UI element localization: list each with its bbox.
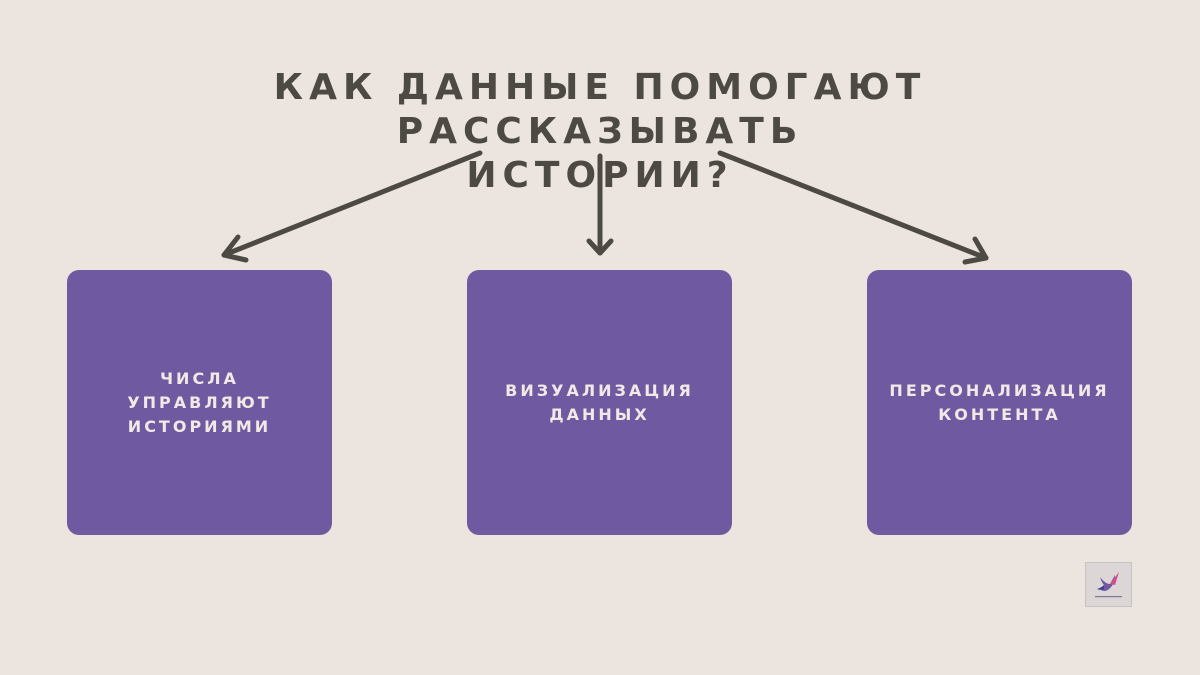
card-label-line: ДАННЫХ xyxy=(549,404,650,424)
hummingbird-logo-glyph xyxy=(1095,572,1122,598)
card-numbers-drive-stories: ЧИСЛА УПРАВЛЯЮТ ИСТОРИЯМИ xyxy=(67,270,332,535)
card-label-line: УПРАВЛЯЮТ xyxy=(127,392,272,412)
card-data-visualization: ВИЗУАЛИЗАЦИЯ ДАННЫХ xyxy=(467,270,732,535)
arrow-center xyxy=(586,153,614,256)
card-label-line: ЧИСЛА xyxy=(160,368,239,388)
arrow-left xyxy=(221,150,483,263)
card-label: ВИЗУАЛИЗАЦИЯ ДАННЫХ xyxy=(505,379,694,427)
card-content-personalization: ПЕРСОНАЛИЗАЦИЯ КОНТЕНТА xyxy=(867,270,1132,535)
card-label-line: ПЕРСОНАЛИЗАЦИЯ xyxy=(889,380,1110,400)
arrow-right xyxy=(717,150,989,265)
title-line-2: ИСТОРИИ? xyxy=(466,155,734,196)
hummingbird-logo-icon xyxy=(1085,562,1132,607)
card-label-line: ИСТОРИЯМИ xyxy=(127,416,272,436)
card-label: ЧИСЛА УПРАВЛЯЮТ ИСТОРИЯМИ xyxy=(127,367,271,439)
card-label-line: КОНТЕНТА xyxy=(938,404,1061,424)
diagram-title: КАК ДАННЫЕ ПОМОГАЮТ РАССКАЗЫВАТЬ ИСТОРИИ… xyxy=(100,66,1100,198)
title-line-1: КАК ДАННЫЕ ПОМОГАЮТ РАССКАЗЫВАТЬ xyxy=(273,67,927,152)
card-label: ПЕРСОНАЛИЗАЦИЯ КОНТЕНТА xyxy=(889,379,1109,427)
card-label-line: ВИЗУАЛИЗАЦИЯ xyxy=(505,380,694,400)
